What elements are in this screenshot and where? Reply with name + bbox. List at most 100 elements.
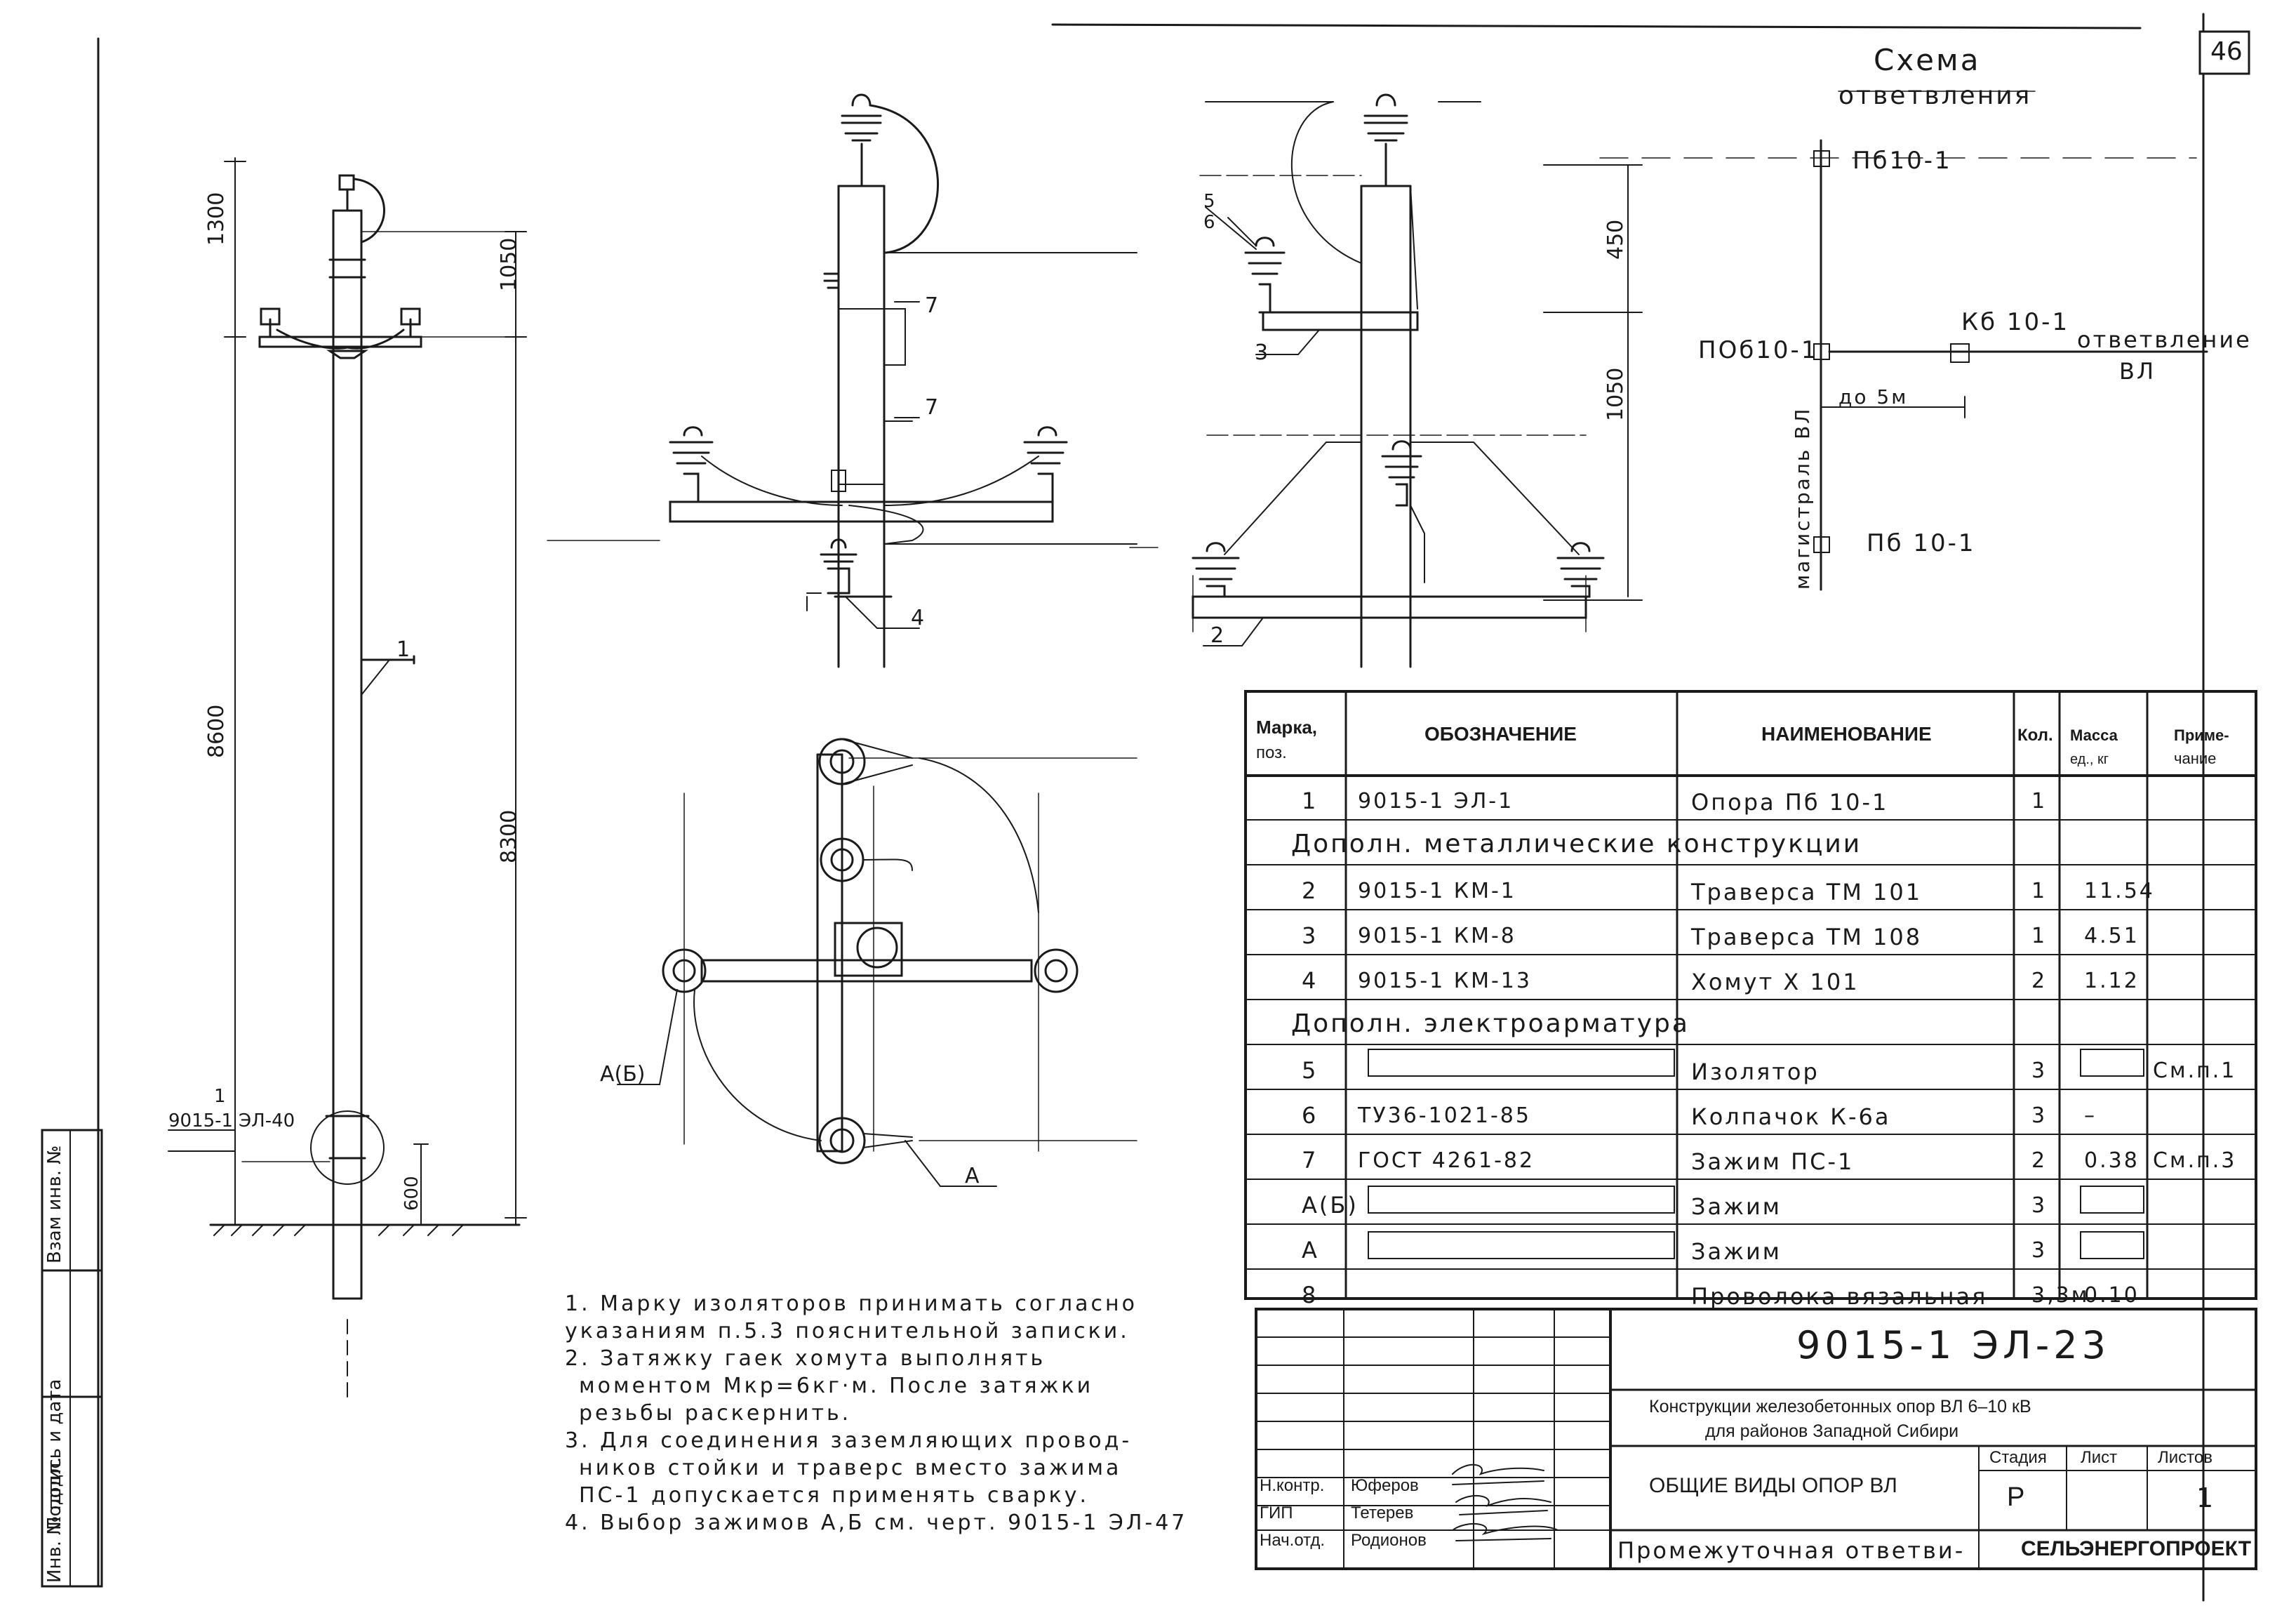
spec-cell-code: 9015-1 ЭЛ-1 — [1358, 789, 1514, 814]
spec-cell-code: 9015-1 КМ-13 — [1358, 969, 1532, 993]
spec-cell-mass: 11.54 — [2084, 879, 2155, 903]
spec-cell-qty: 3 — [2031, 1193, 2048, 1218]
spec-cell-name: Траверса ТМ 101 — [1691, 879, 1923, 905]
spec-cell-mass: 0.38 — [2084, 1148, 2140, 1173]
note-line: ПС-1 допускается применять сварку. — [579, 1483, 1090, 1508]
note-line: резьбы раскернить. — [579, 1401, 852, 1426]
signer-name: Родионов — [1351, 1531, 1427, 1550]
leader-lines — [361, 217, 1320, 1187]
spec-header-pos-1: Марка, — [1256, 717, 1317, 738]
scheme-branch-pole: Кб 10-1 — [1961, 308, 2069, 336]
dim-8600: 8600 — [204, 705, 229, 758]
spec-cell-name: Траверса ТМ 108 — [1691, 924, 1923, 950]
sheets-label: Листов — [2158, 1448, 2212, 1467]
spec-header-code: ОБОЗНАЧЕНИЕ — [1424, 723, 1577, 745]
note-line: 2. Затяжку гаек хомута выполнять — [565, 1346, 1046, 1371]
callout-6: 6 — [1203, 212, 1215, 233]
callout-a: А — [965, 1164, 980, 1188]
branch-scheme — [1599, 91, 2208, 591]
sheet-subtitle: Промежуточная ответви- — [1617, 1537, 1965, 1564]
stamp-sign-date: Подпись и дата — [44, 1379, 65, 1530]
spec-cell-qty: 1 — [2031, 924, 2048, 948]
spec-cell-pos: 7 — [1302, 1147, 1319, 1174]
spec-section-label: Дополн. металлические конструкции — [1291, 830, 1862, 858]
spec-cell-mass: 0.10 — [2084, 1283, 2140, 1308]
spec-cell-mass: – — [2084, 1103, 2097, 1128]
scheme-branch-label-vl: ВЛ — [2119, 358, 2156, 385]
branch-pole-side-view — [1192, 93, 1643, 668]
note-line: указаниям п.5.3 пояснительной записки. — [565, 1319, 1130, 1343]
spec-section-label: Дополн. электроарматура — [1291, 1009, 1690, 1038]
note-line: ников стойки и траверс вместо зажима — [579, 1456, 1122, 1480]
spec-cell-qty: 3 — [2031, 1238, 2048, 1263]
callout-pole-ref: 9015-1 — [168, 1110, 233, 1131]
spec-cell-qty: 2 — [2031, 1148, 2048, 1173]
pole-elevation — [168, 157, 527, 1405]
spec-cell-code: ТУ36-1021-85 — [1358, 1103, 1531, 1128]
dim-1050-right: 1050 — [1603, 368, 1628, 421]
callout-3: 3 — [1255, 340, 1268, 365]
spec-cell-note: См.п.3 — [2153, 1148, 2237, 1173]
callout-7a: 7 — [925, 293, 938, 318]
callout-pole-1: 1 — [214, 1086, 226, 1107]
spec-header-name: НАИМЕНОВАНИЕ — [1761, 723, 1932, 745]
dim-600: 600 — [401, 1176, 422, 1211]
spec-header-note-2: чание — [2174, 750, 2216, 767]
project-line-1: Конструкции железобетонных опор ВЛ 6–10 … — [1649, 1397, 2031, 1416]
stage-label: Стадия — [1989, 1448, 2047, 1467]
branch-pole-front-view — [547, 93, 1159, 668]
spec-cell-name: Изолятор — [1691, 1058, 1820, 1085]
spec-cell-code: ГОСТ 4261-82 — [1358, 1148, 1535, 1173]
margin-stamp — [41, 1129, 103, 1588]
callout-ab: А(Б) — [600, 1062, 646, 1087]
callout-1: 1 — [396, 637, 410, 662]
title-block-grid — [1255, 1308, 2257, 1570]
scheme-title: Схема — [1874, 43, 1980, 77]
spec-cell-qty: 1 — [2031, 789, 2048, 814]
doc-code: 9015-1 ЭЛ-23 — [1796, 1323, 2110, 1367]
note-line: 4. Выбор зажимов А,Б см. черт. 9015-1 ЭЛ… — [565, 1511, 1188, 1535]
signer-role: ГИП — [1260, 1504, 1293, 1522]
sheet-number: 46 — [2210, 37, 2243, 66]
spec-cell-name: Зажим — [1691, 1238, 1782, 1265]
branch-pole-plan-view — [662, 738, 1137, 1164]
callout-5: 5 — [1203, 191, 1215, 212]
spec-header-pos-2: поз. — [1256, 743, 1287, 762]
spec-header-mass-1: Масса — [2070, 726, 2118, 744]
dim-1050: 1050 — [497, 238, 521, 291]
signer-name: Юферов — [1351, 1476, 1419, 1495]
spec-header-mass-2: ед., кг — [2070, 752, 2109, 767]
note-line: моментом Мкр=6кг·м. После затяжки — [579, 1374, 1094, 1398]
spec-cell-mass: 1.12 — [2084, 969, 2140, 993]
spec-cell-pos: 1 — [1302, 788, 1319, 814]
scheme-subtitle: ответвления — [1838, 81, 2031, 110]
scheme-bottom-pole: Пб 10-1 — [1867, 529, 1976, 557]
project-line-2: для районов Западной Сибири — [1705, 1421, 1959, 1441]
sheets-value: 1 — [2196, 1482, 2214, 1513]
dim-450: 450 — [1603, 220, 1628, 260]
spec-cell-name: Зажим — [1691, 1193, 1782, 1220]
signatures — [1452, 1463, 1559, 1541]
sheet-label: Лист — [2081, 1448, 2118, 1467]
spec-cell-qty: 3 — [2031, 1103, 2048, 1128]
spec-cell-pos: 8 — [1302, 1282, 1319, 1308]
spec-cell-name: Хомут Х 101 — [1691, 969, 1860, 995]
dim-1300: 1300 — [204, 192, 229, 246]
stage-value: Р — [2007, 1482, 2025, 1512]
spec-cell-pos: 3 — [1302, 922, 1319, 949]
scheme-branch-label: ответвление — [2077, 326, 2252, 353]
callout-7b: 7 — [925, 395, 938, 420]
dim-8300: 8300 — [497, 810, 521, 863]
signer-role: Н.контр. — [1260, 1476, 1325, 1495]
spec-cell-pos: 2 — [1302, 877, 1319, 904]
callout-2: 2 — [1210, 623, 1224, 648]
spec-cell-qty: 3,3м — [2031, 1283, 2090, 1308]
scheme-mid-pole: ПОб10-1 — [1698, 336, 1818, 364]
organization: СЕЛЬЭНЕРГОПРОЕКТ — [2021, 1537, 2252, 1560]
spec-cell-qty: 2 — [2031, 969, 2048, 993]
spec-cell-name: Опора Пб 10-1 — [1691, 789, 1889, 816]
spec-cell-code: 9015-1 КМ-1 — [1358, 879, 1516, 903]
spec-cell-name: Зажим ПС-1 — [1691, 1148, 1855, 1175]
callout-4: 4 — [911, 606, 924, 630]
